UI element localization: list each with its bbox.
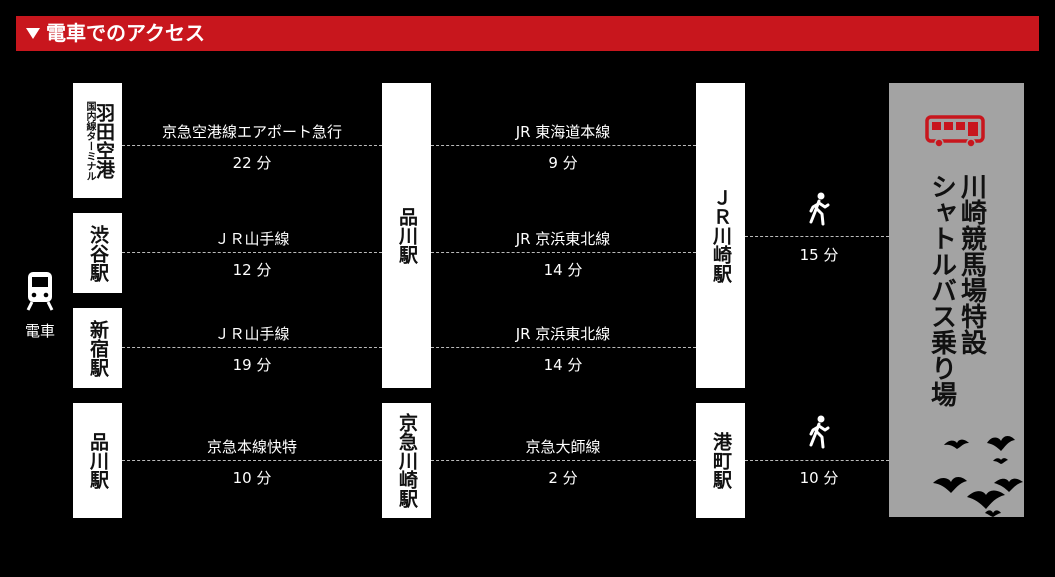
transport-mode: 電車 (14, 270, 66, 341)
route-time: 19 分 (232, 356, 272, 374)
bats-icon (933, 436, 1023, 517)
station-shinagawa: 品川駅 (382, 83, 431, 388)
station-name: 羽田空港 (93, 102, 115, 179)
section-header: 電車でのアクセス (16, 16, 1039, 51)
station-name: 港町駅 (710, 432, 732, 489)
walking-person-icon (806, 192, 832, 232)
route-line (122, 460, 382, 461)
route-name: JR 京浜東北線 (515, 325, 611, 343)
station-shinagawa-start: 品川駅 (73, 403, 122, 518)
route-line (431, 252, 696, 253)
station-shinjuku: 新宿駅 (73, 308, 122, 388)
route-name: 京急空港線エアポート急行 (161, 123, 343, 141)
triangle-down-icon (26, 28, 40, 39)
route-name: JR 東海道本線 (515, 123, 611, 141)
walk-time: 10 分 (799, 469, 839, 487)
station-minatomachi: 港町駅 (696, 403, 745, 518)
route-time: 9 分 (548, 154, 578, 172)
station-name: 京急川崎駅 (396, 413, 418, 508)
station-name: 品川駅 (396, 207, 418, 264)
route-time: 14 分 (543, 356, 583, 374)
section-title: 電車でのアクセス (46, 21, 205, 45)
route-time: 10 分 (232, 469, 272, 487)
walking-person-icon (806, 415, 832, 455)
route-time: 12 分 (232, 261, 272, 279)
destination-name-line2: シャトルバス乗り場 (926, 173, 957, 407)
route-line (431, 145, 696, 146)
station-keikyu-kawasaki: 京急川崎駅 (382, 403, 431, 518)
station-shibuya: 渋谷駅 (73, 213, 122, 293)
destination-shuttle-bus-stop: 川崎競馬場特設 シャトルバス乗り場 (889, 83, 1024, 517)
destination-name-line1: 川崎競馬場特設 (956, 173, 987, 355)
route-line (122, 145, 382, 146)
station-name: 品川駅 (87, 432, 109, 489)
station-haneda: 羽田空港 国内線ターミナル (73, 83, 122, 198)
route-line (122, 252, 382, 253)
route-name: 京急本線快特 (206, 438, 298, 456)
walk-time: 15 分 (799, 246, 839, 264)
route-name: JR 京浜東北線 (515, 230, 611, 248)
route-time: 2 分 (548, 469, 578, 487)
station-name: ＪＲ川崎駅 (710, 188, 732, 283)
route-line (122, 347, 382, 348)
walk-line (745, 460, 889, 461)
route-time: 14 分 (543, 261, 583, 279)
route-line (431, 460, 696, 461)
route-line (431, 347, 696, 348)
route-name: ＪＲ山手線 (214, 325, 290, 343)
station-subname: 国内線ターミナル (84, 100, 95, 181)
station-name: 渋谷駅 (87, 224, 109, 282)
train-icon (26, 272, 54, 311)
walk-line (745, 236, 889, 237)
route-time: 22 分 (232, 154, 272, 172)
station-jr-kawasaki: ＪＲ川崎駅 (696, 83, 745, 388)
route-name: ＪＲ山手線 (214, 230, 290, 248)
route-name: 京急大師線 (525, 438, 601, 456)
station-name: 新宿駅 (87, 319, 109, 377)
transport-mode-label: 電車 (24, 322, 55, 340)
bus-icon (925, 115, 985, 148)
